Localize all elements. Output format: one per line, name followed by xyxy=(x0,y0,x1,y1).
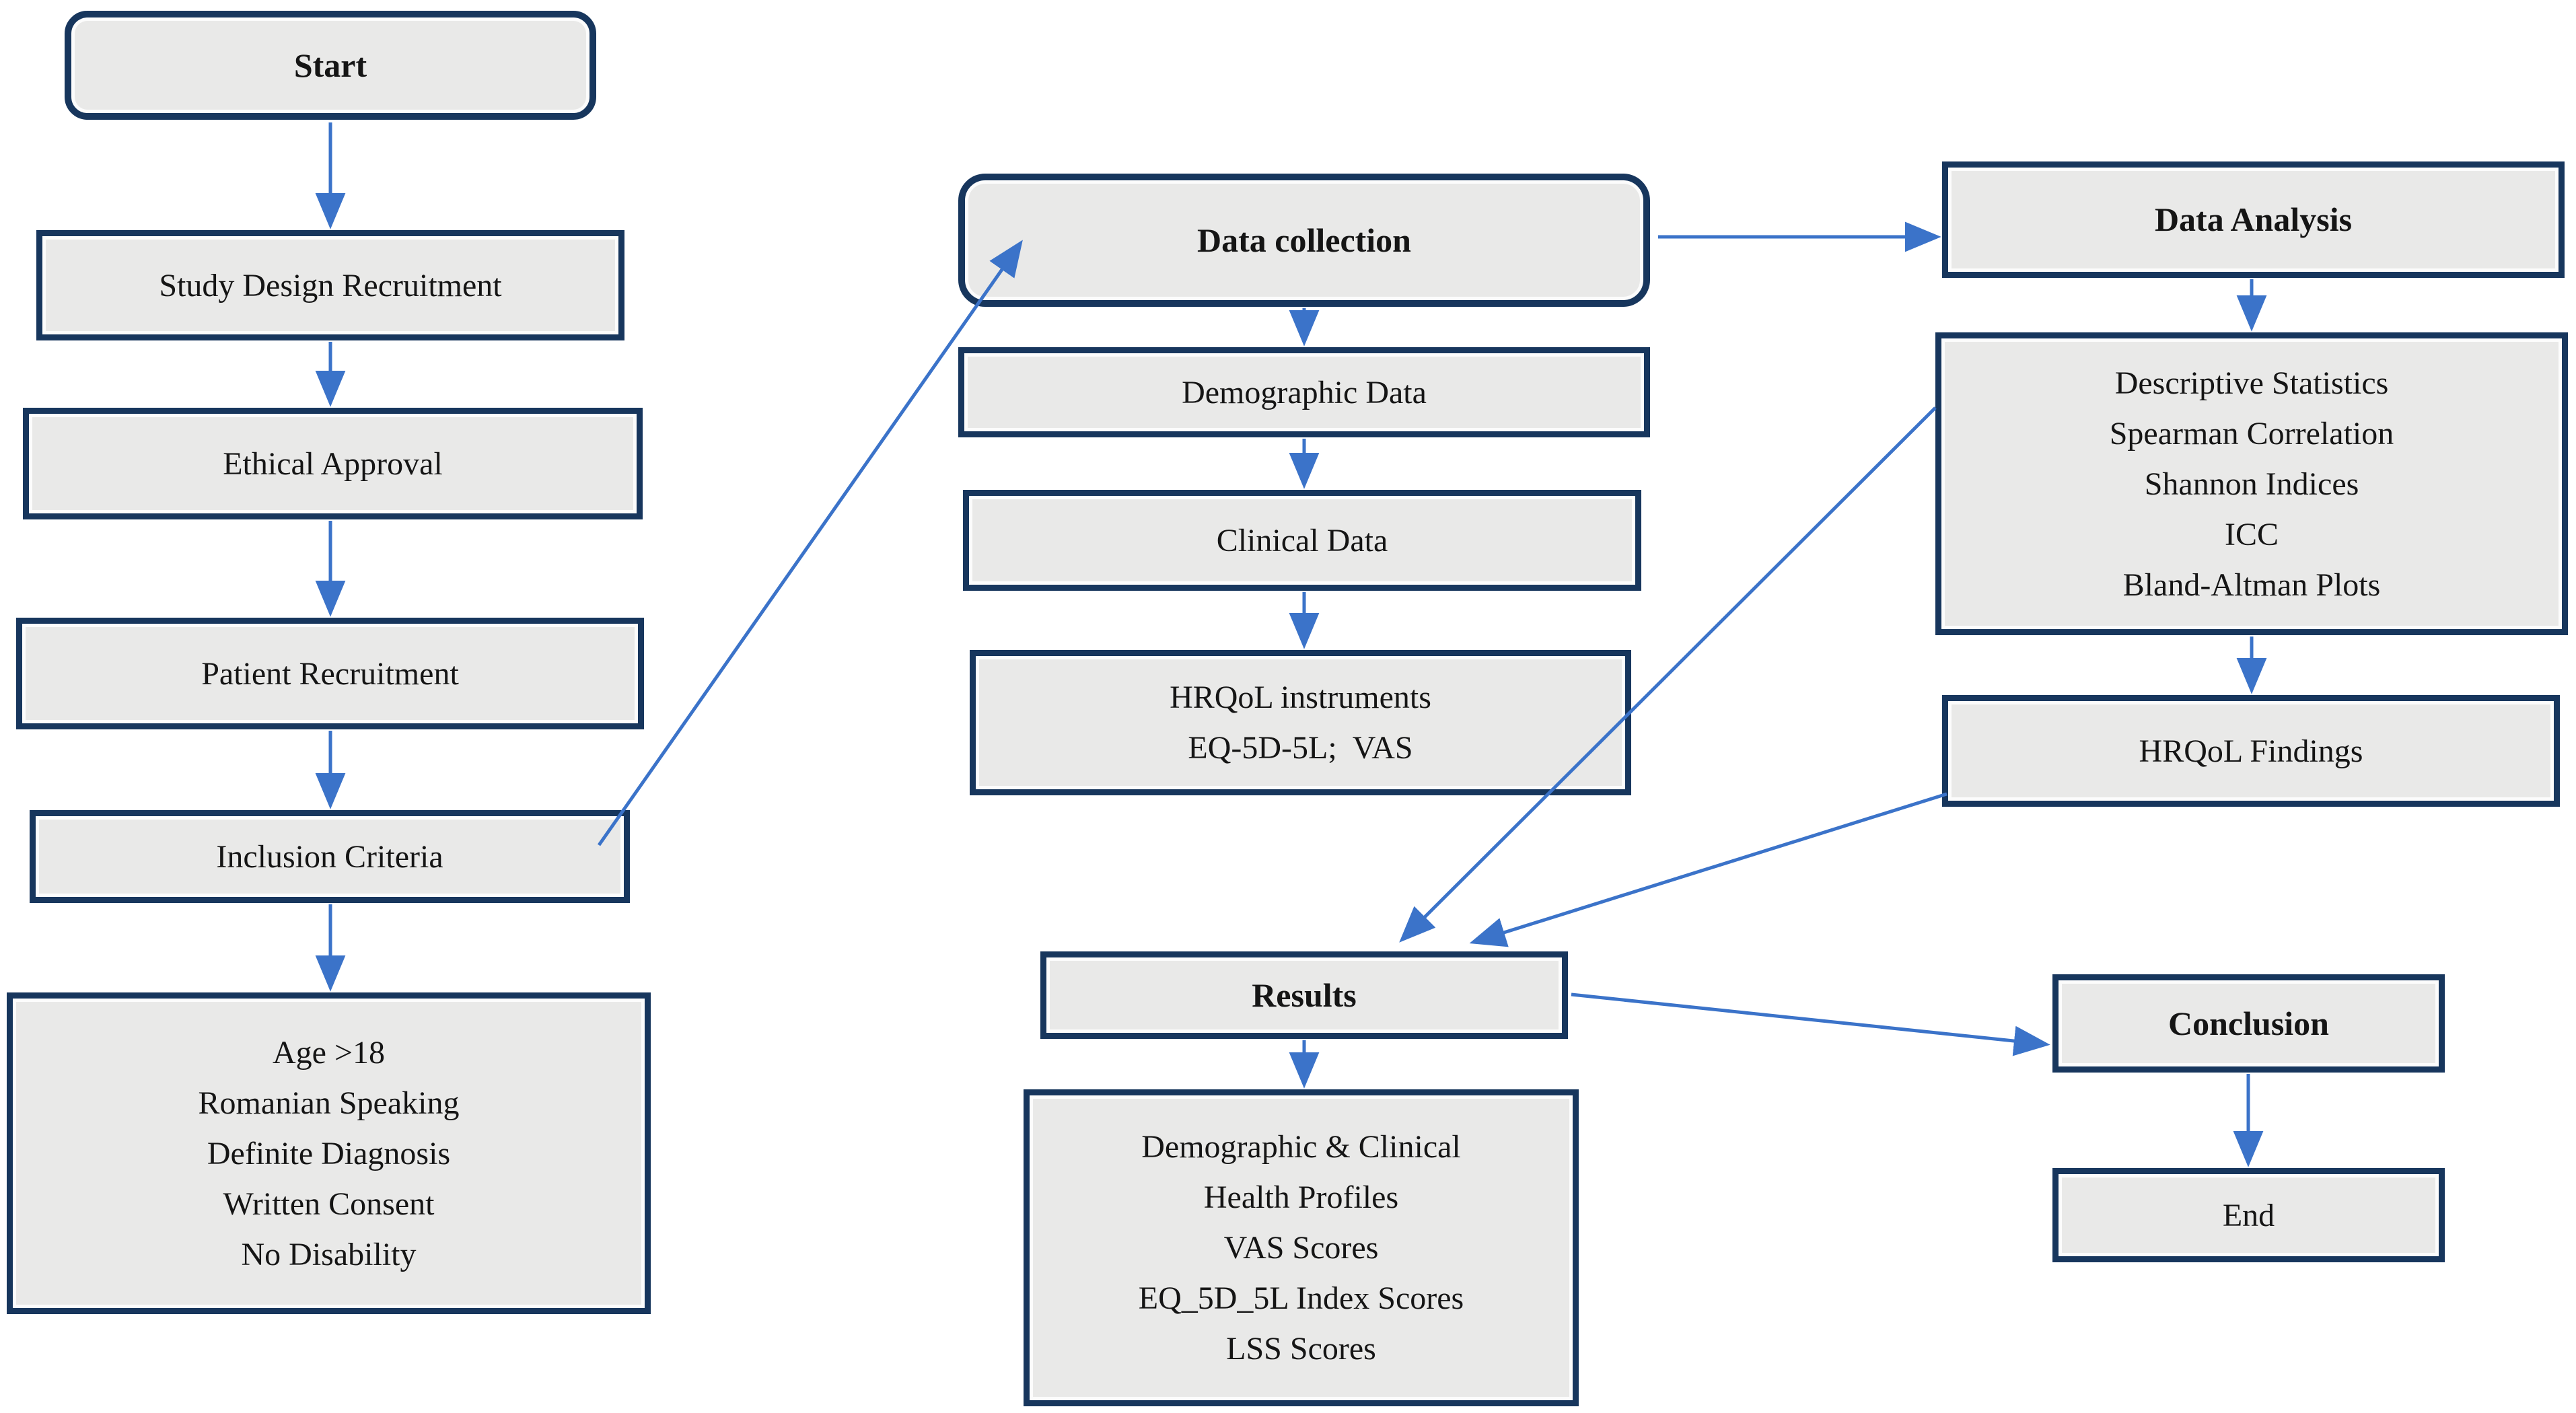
results-detail-line: Health Profiles xyxy=(1203,1180,1399,1215)
inclusion-item: Age >18 xyxy=(272,1034,386,1071)
demographic-data-node: Demographic Data xyxy=(958,347,1650,437)
conclusion-label: Conclusion xyxy=(2168,1004,2329,1042)
demographic-data-label: Demographic Data xyxy=(1182,374,1427,410)
data-analysis-label: Data Analysis xyxy=(2154,201,2353,238)
data-collection-label: Data collection xyxy=(1197,221,1411,259)
start-label: Start xyxy=(293,46,367,84)
inclusion-item: Romanian Speaking xyxy=(198,1085,460,1121)
analysis-method-line: Shannon Indices xyxy=(2144,466,2359,502)
inclusion-criteria-node: Inclusion Criteria xyxy=(30,810,630,903)
results-label: Results xyxy=(1252,976,1357,1014)
patient-recruitment-label: Patient Recruitment xyxy=(201,655,459,692)
data-collection-node: Data collection xyxy=(958,174,1650,307)
results-detail-line: LSS Scores xyxy=(1226,1331,1376,1367)
end-node: End xyxy=(2052,1168,2445,1262)
hrqol-instruments-line: HRQoL instruments xyxy=(1170,680,1431,715)
inclusion-criteria-label: Inclusion Criteria xyxy=(216,838,443,875)
results-detail-line: Demographic & Clinical xyxy=(1141,1129,1461,1165)
conclusion-node: Conclusion xyxy=(2052,974,2445,1073)
hrqol-instruments-node: HRQoL instruments EQ-5D-5L; VAS xyxy=(970,650,1631,795)
ethical-approval-label: Ethical Approval xyxy=(223,445,443,482)
arrow-hrqol-findings-to-results xyxy=(1469,792,1947,947)
inclusion-item: Definite Diagnosis xyxy=(207,1135,451,1171)
results-node: Results xyxy=(1040,951,1568,1039)
hrqol-instruments-line: EQ-5D-5L; VAS xyxy=(1188,730,1413,766)
results-detail-line: EQ_5D_5L Index Scores xyxy=(1138,1280,1464,1316)
analysis-method-line: Spearman Correlation xyxy=(2109,415,2394,451)
hrqol-findings-label: HRQoL Findings xyxy=(2139,733,2363,769)
inclusion-criteria-list-node: Age >18 Romanian Speaking Definite Diagn… xyxy=(7,992,651,1314)
arrow-inclusion-criteria-to-data-collection xyxy=(597,240,1023,846)
clinical-data-node: Clinical Data xyxy=(963,490,1641,591)
hrqol-findings-node: HRQoL Findings xyxy=(1942,695,2560,807)
end-label: End xyxy=(2222,1197,2275,1233)
start-node: Start xyxy=(65,11,596,120)
inclusion-item: Written Consent xyxy=(223,1186,435,1222)
analysis-method-line: Descriptive Statistics xyxy=(2114,365,2389,401)
patient-recruitment-node: Patient Recruitment xyxy=(16,618,644,729)
clinical-data-label: Clinical Data xyxy=(1216,522,1388,558)
analysis-method-line: Bland-Altman Plots xyxy=(2122,567,2381,603)
ethical-approval-node: Ethical Approval xyxy=(23,408,643,519)
study-design-recruitment-node: Study Design Recruitment xyxy=(36,230,624,340)
results-detail-line: VAS Scores xyxy=(1223,1230,1379,1266)
data-analysis-node: Data Analysis xyxy=(1942,161,2565,278)
study-design-recruitment-label: Study Design Recruitment xyxy=(159,267,502,303)
inclusion-item: No Disability xyxy=(241,1236,417,1272)
results-detail-node: Demographic & Clinical Health Profiles V… xyxy=(1024,1089,1579,1406)
analysis-method-line: ICC xyxy=(2224,516,2279,552)
analysis-methods-node: Descriptive Statistics Spearman Correlat… xyxy=(1935,332,2568,635)
arrow-results-to-conclusion xyxy=(1571,992,2050,1056)
